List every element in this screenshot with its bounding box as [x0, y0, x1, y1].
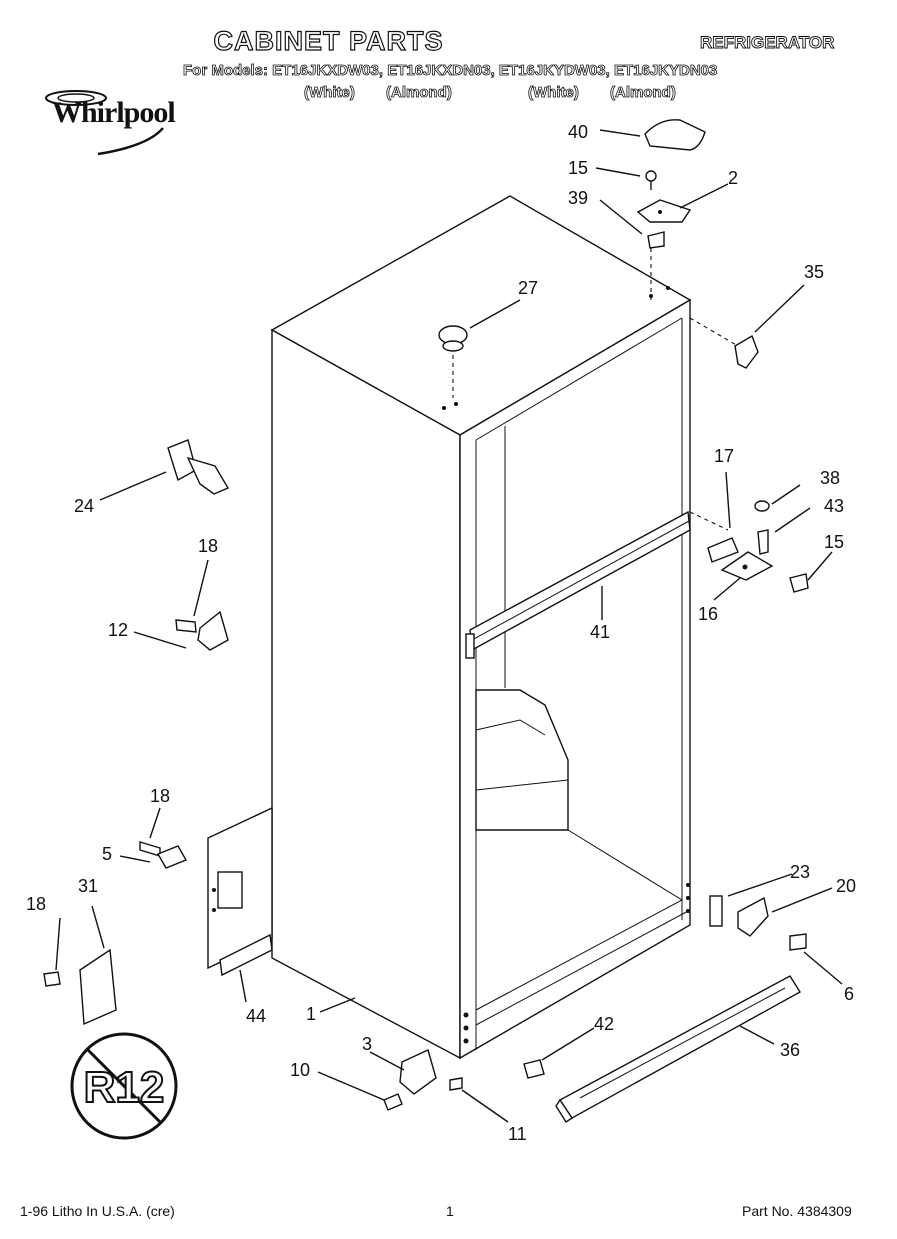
mullion-rail — [465, 510, 691, 659]
callout-11: 11 — [508, 1124, 527, 1144]
finish-label-1: (White) — [304, 84, 356, 102]
finish-label-4: (Almond) — [610, 84, 677, 102]
cabinet-body — [270, 195, 692, 1060]
model-list: For Models: ET16JKXDW03, ET16JKXDN03, ET… — [183, 62, 718, 80]
callout-42: 42 — [594, 1014, 614, 1034]
handle-bracket — [167, 439, 230, 495]
callout-6: 6 — [844, 984, 854, 1004]
callout-18-mid: 18 — [150, 786, 170, 806]
hinge-cover — [734, 334, 759, 369]
appliance-category: REFRIGERATOR — [700, 33, 835, 53]
callout-10: 10 — [290, 1060, 310, 1080]
callout-18-upper: 18 — [198, 536, 218, 556]
callout-31: 31 — [78, 876, 98, 896]
callout-15-top: 15 — [568, 158, 588, 178]
brand-logo: Whirlpool — [52, 96, 176, 129]
center-hinge-assembly — [689, 500, 809, 593]
callout-12: 12 — [108, 620, 128, 640]
callout-3: 3 — [362, 1034, 372, 1054]
lower-side-bracket — [207, 806, 273, 977]
footer-part-number: Part No. 4384309 — [742, 1203, 852, 1219]
callout-44: 44 — [246, 1006, 266, 1026]
bottom-hinge-assembly — [709, 895, 807, 951]
callout-17: 17 — [714, 446, 734, 466]
callout-41: 41 — [590, 622, 610, 642]
callout-1: 1 — [306, 1004, 316, 1024]
callout-36: 36 — [780, 1040, 800, 1060]
callout-39: 39 — [568, 188, 588, 208]
finish-label-2: (Almond) — [386, 84, 453, 102]
leader-lines — [55, 129, 843, 1123]
page-title: CABINET PARTS — [213, 25, 444, 56]
callout-43: 43 — [824, 496, 844, 516]
finish-label-3: (White) — [528, 84, 580, 102]
callout-40: 40 — [568, 122, 588, 142]
footer-page-number: 1 — [446, 1203, 454, 1219]
callout-16: 16 — [698, 604, 718, 624]
callout-23: 23 — [790, 862, 810, 882]
callout-15-mid: 15 — [824, 532, 844, 552]
callout-20: 20 — [836, 876, 856, 896]
callout-18-lower: 18 — [26, 894, 46, 914]
top-hinge-assembly — [636, 119, 706, 300]
no-r12-refrigerant-icon: R12 — [70, 1032, 178, 1140]
toe-grille — [555, 975, 801, 1123]
callout-35: 35 — [804, 262, 824, 282]
leveler-assembly — [383, 1049, 463, 1111]
clip-bracket — [139, 841, 188, 869]
footer-litho: 1-96 Litho In U.S.A. (cre) — [20, 1203, 175, 1219]
callout-5: 5 — [102, 844, 112, 864]
whirlpool-swoosh-icon — [45, 90, 164, 156]
upper-left-bracket — [175, 610, 229, 651]
callout-38: 38 — [820, 468, 840, 488]
callout-27: 27 — [518, 278, 538, 298]
r12-badge-text: R12 — [84, 1063, 165, 1112]
callout-2: 2 — [728, 168, 738, 188]
callout-24: 24 — [74, 496, 94, 516]
grille-clip — [523, 1059, 545, 1079]
callout-labels: 40 15 2 39 35 27 24 17 38 43 15 16 41 18… — [26, 122, 856, 1144]
side-cover — [43, 948, 117, 1026]
top-plug — [438, 325, 468, 410]
